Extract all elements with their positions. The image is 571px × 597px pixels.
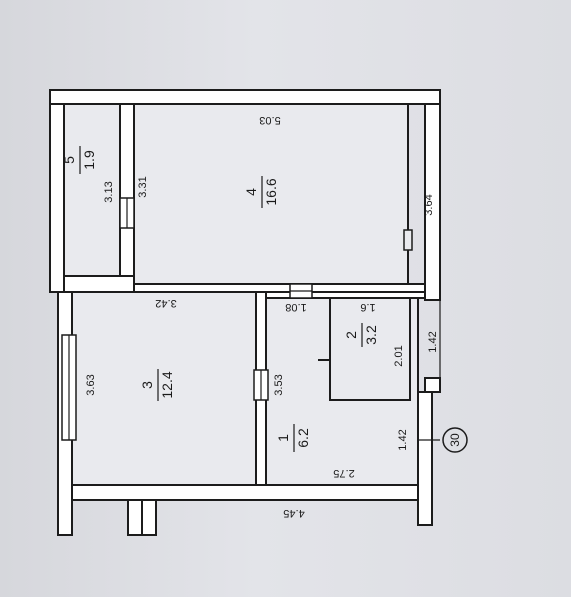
room-4-area: 16.6	[263, 178, 279, 205]
dim-1-08: 1.08	[285, 301, 306, 313]
dim-1-6: 1.6	[360, 301, 375, 313]
bottom-wall-stub-right	[141, 499, 157, 536]
partition-4-lower	[133, 283, 426, 293]
dim-3-42: 3.42	[155, 297, 176, 309]
left-wall-upper	[49, 103, 65, 293]
room-3	[71, 291, 257, 486]
room-1-number: 1	[275, 434, 291, 442]
top-wall	[49, 89, 441, 105]
room-5-area: 1.9	[81, 150, 97, 170]
bottom-wall	[71, 484, 419, 501]
room-3-area: 12.4	[159, 371, 175, 398]
partition-5-4	[119, 103, 135, 277]
partition-5-3	[63, 275, 135, 293]
room-2	[329, 297, 411, 401]
openings	[61, 197, 413, 441]
dim-3-53: 3.53	[273, 374, 285, 395]
room-4-number: 4	[243, 188, 259, 196]
axis-marker-label: 30	[448, 433, 462, 447]
niche-room-4	[403, 229, 413, 251]
rooms	[63, 103, 419, 486]
dim-3-63: 3.63	[85, 374, 97, 395]
room-5-number: 5	[61, 156, 77, 164]
right-wall-lower	[417, 391, 433, 526]
bottom-wall-stub-left	[127, 499, 143, 536]
axis-marker-circle	[442, 427, 468, 453]
room-labels: 5 1.9 4 16.6 3 12.4 2 3.2 1 6.2	[61, 146, 379, 452]
room-3-number: 3	[139, 381, 155, 389]
room-1-area: 6.2	[295, 428, 311, 448]
axis-marker: 30	[442, 427, 468, 453]
dim-3-64: 3.64	[423, 194, 435, 215]
dim-3-31: 3.31	[137, 176, 149, 197]
dim-2-01: 2.01	[393, 345, 405, 366]
right-dimension-lines	[418, 299, 441, 441]
right-wall-mid	[424, 377, 441, 393]
dim-5-03: 5.03	[259, 114, 280, 126]
dim-1-42-lower: 1.42	[397, 429, 409, 450]
room-5	[63, 103, 121, 277]
dim-2-75: 2.75	[333, 467, 354, 479]
dim-3-13: 3.13	[103, 181, 115, 202]
dimension-labels: 5.03 3.13 3.31 3.64 3.42 1.08 1.6 3.63 3…	[85, 114, 439, 519]
room-2-area: 3.2	[363, 325, 379, 345]
room-4	[133, 103, 409, 285]
dim-1-42-right: 1.42	[427, 331, 439, 352]
dim-4-45: 4.45	[283, 507, 304, 519]
room-2-number: 2	[343, 331, 359, 339]
